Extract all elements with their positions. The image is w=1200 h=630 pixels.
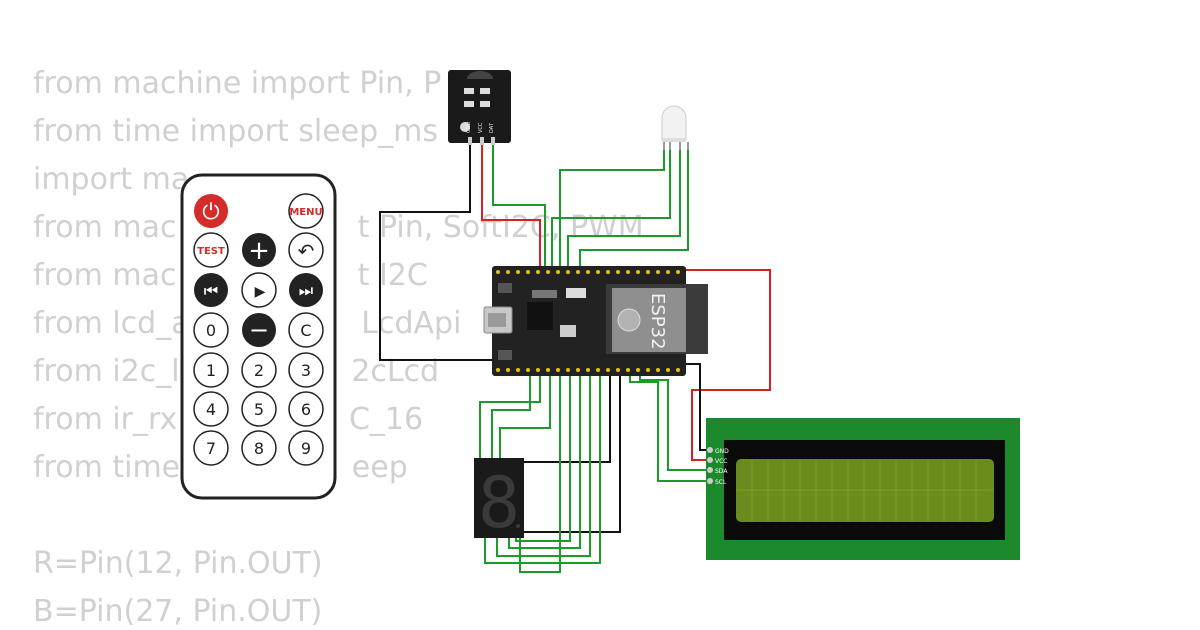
lcd-pin-sda-label: SDA (715, 468, 728, 475)
play-button[interactable] (241, 272, 277, 308)
digit-7-label: 7 (206, 439, 216, 458)
wire-led-1[interactable] (559, 148, 665, 270)
wire-seg-top-3[interactable] (499, 375, 551, 460)
digit-1-label: 1 (206, 361, 216, 380)
wire-seg-bot-5[interactable] (519, 375, 561, 573)
rgb-led[interactable] (661, 105, 689, 150)
wire-lcd-vcc[interactable] (680, 269, 771, 461)
zero-button[interactable] (193, 312, 229, 348)
digit-3-label: 3 (301, 361, 311, 380)
back-icon: ↶ (298, 239, 315, 263)
back-button[interactable] (288, 232, 324, 268)
prev-button[interactable] (194, 273, 228, 307)
digit-8-button[interactable] (241, 430, 277, 466)
esp32-board[interactable]: ESP32 (483, 266, 708, 376)
c-button[interactable] (288, 312, 324, 348)
digit-9-button[interactable] (288, 430, 324, 466)
seven-segment-digit: 8 (478, 462, 520, 544)
play-icon: ▶ (255, 284, 266, 300)
lcd-display[interactable]: GND VCC SDA SCL (706, 418, 1020, 560)
wire-seg-gnd[interactable] (522, 375, 621, 533)
code-line: from time import sleep_ms (33, 114, 439, 149)
minus-icon: − (249, 316, 269, 344)
digit-2-button[interactable] (241, 352, 277, 388)
code-line: from mac t I2C (33, 258, 428, 293)
wire-led-2[interactable] (551, 148, 671, 270)
digit-8-label: 8 (254, 439, 264, 458)
test-button[interactable] (193, 232, 229, 268)
wire-ir-dat[interactable] (492, 145, 546, 270)
digit-5-label: 5 (254, 400, 264, 419)
zero-button-label: 0 (206, 321, 216, 340)
ir-remote[interactable]: ⏻ MENU TEST + ↶ ⏮ ▶ ⏭ 0 − C 1 2 3 4 5 (180, 173, 337, 500)
digit-5-button[interactable] (241, 391, 277, 427)
wire-seg-bot-4[interactable] (515, 375, 571, 542)
prev-icon: ⏮ (204, 281, 218, 300)
digit-6-label: 6 (301, 400, 311, 419)
c-button-label: C (300, 321, 311, 340)
code-line: R=Pin(12, Pin.OUT) (33, 546, 323, 581)
code-line: from mac t Pin, SoftI2C, PWM (33, 210, 644, 245)
ir-pin-gnd-label: GND (466, 121, 472, 133)
test-button-label: TEST (197, 246, 225, 257)
wire-seg-bot-2[interactable] (496, 375, 591, 557)
digit-4-label: 4 (206, 400, 216, 419)
code-line: import ma (33, 162, 190, 197)
code-line: from time eep (33, 450, 408, 485)
wire-seg-bot-1[interactable] (484, 375, 601, 564)
digit-7-button[interactable] (193, 430, 229, 466)
ir-receiver-module[interactable]: GND VCC DAT (448, 70, 511, 145)
next-button[interactable] (289, 273, 323, 307)
digit-2-label: 2 (254, 361, 264, 380)
lcd-pin-gnd-label: GND (715, 448, 729, 455)
wire-seg-top-2[interactable] (491, 375, 531, 460)
code-line: from machine import Pin, P (33, 66, 442, 101)
wires (379, 145, 771, 573)
power-button[interactable] (194, 194, 228, 228)
digit-9-label: 9 (301, 439, 311, 458)
digit-3-button[interactable] (288, 352, 324, 388)
wire-ir-gnd[interactable] (379, 145, 495, 361)
code-line: from ir_rx C_16 (33, 402, 424, 437)
digit-1-button[interactable] (193, 352, 229, 388)
minus-button[interactable] (242, 313, 276, 347)
wire-led-4[interactable] (579, 148, 689, 270)
plus-icon: + (248, 236, 270, 266)
wire-seg-com[interactable] (522, 375, 611, 463)
digit-4-button[interactable] (193, 391, 229, 427)
esp32-chip-label: ESP32 (647, 293, 668, 350)
wire-seg-top-1[interactable] (479, 375, 541, 460)
plus-button[interactable] (242, 233, 276, 267)
lcd-pin-vcc-label: VCC (715, 458, 727, 465)
menu-button[interactable] (288, 193, 324, 229)
wire-lcd-sda[interactable] (639, 375, 712, 471)
wire-ir-vcc[interactable] (481, 145, 541, 270)
lcd-pin-scl-label: SCL (715, 479, 727, 486)
ir-pin-vcc-label: VCC (478, 122, 484, 133)
next-icon: ⏭ (299, 281, 313, 300)
wire-lcd-scl[interactable] (629, 375, 712, 482)
power-icon: ⏻ (202, 200, 219, 225)
ir-pin-dat-label: DAT (489, 122, 495, 133)
wire-led-3[interactable] (567, 148, 681, 270)
menu-button-label: MENU (289, 207, 322, 218)
seven-segment-display[interactable]: 8 (474, 458, 524, 544)
code-line: B=Pin(27, Pin.OUT) (33, 594, 323, 629)
digit-6-button[interactable] (288, 391, 324, 427)
code-line: from lcd_a LcdApi (33, 306, 462, 341)
wire-seg-bot-3[interactable] (508, 375, 581, 549)
